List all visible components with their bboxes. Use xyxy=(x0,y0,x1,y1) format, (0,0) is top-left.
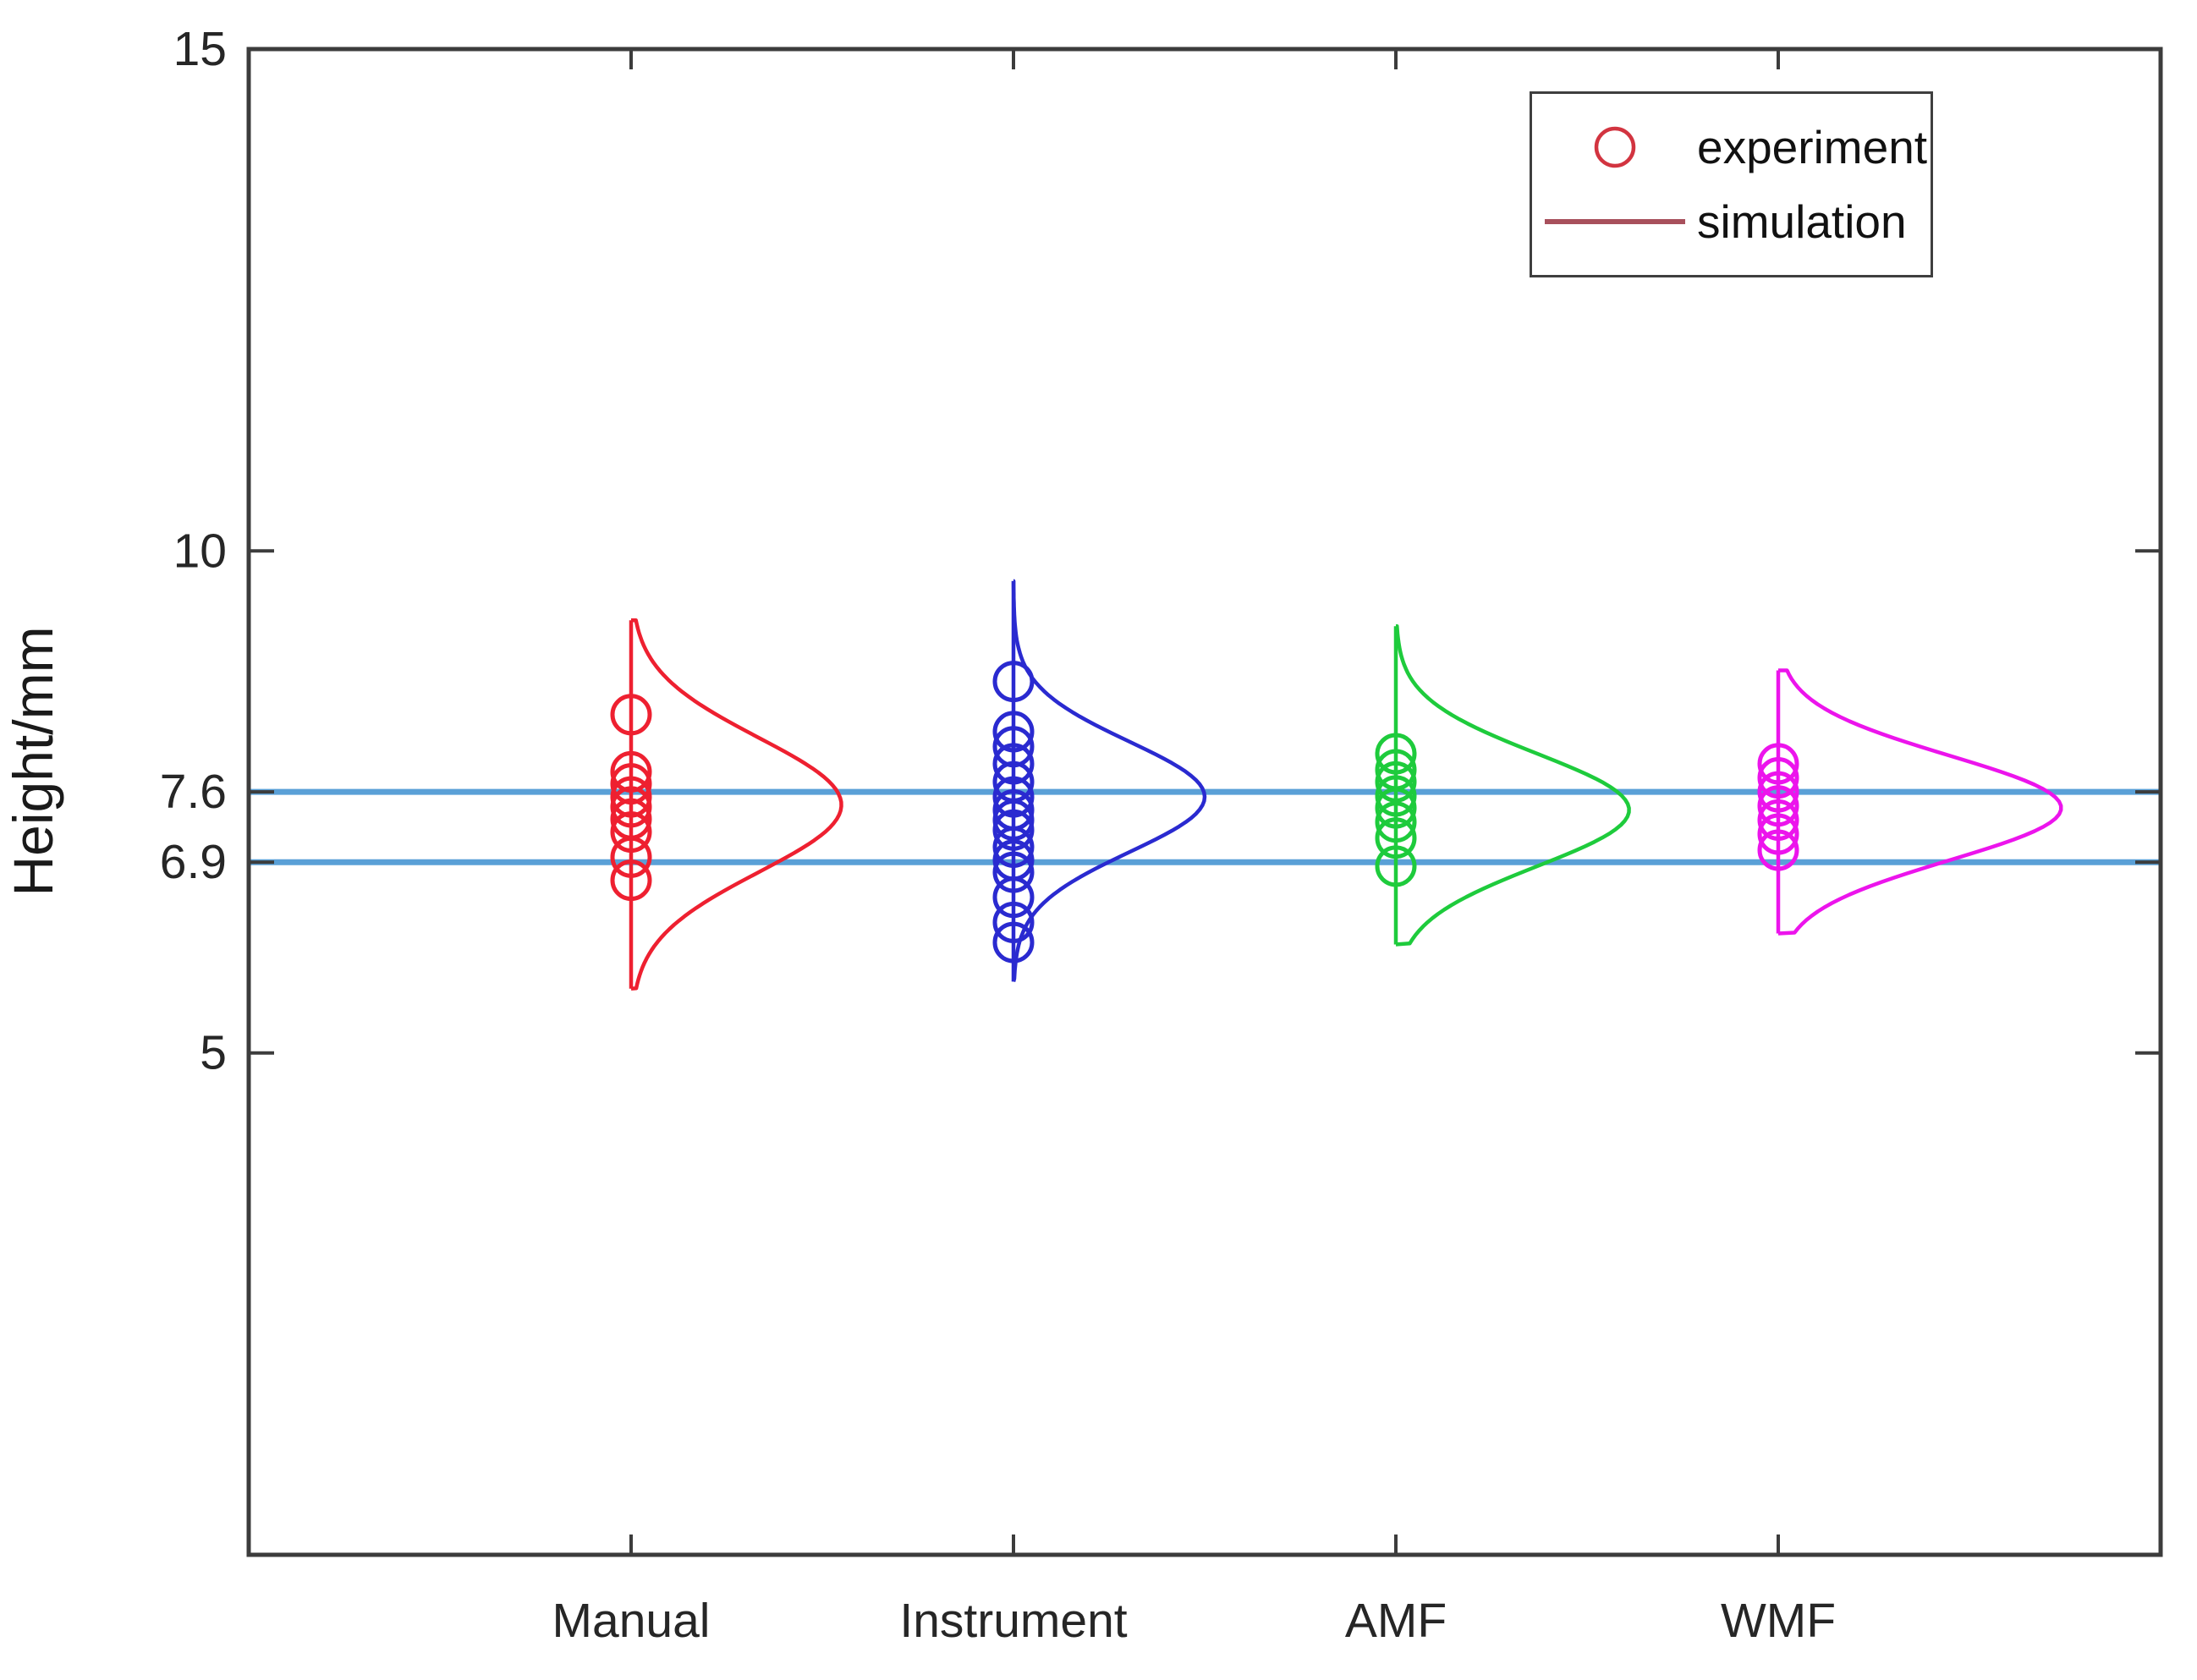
experiment-point-instrument xyxy=(992,901,1035,943)
experiment-point-manual xyxy=(610,859,652,902)
experiment-point-amf xyxy=(1375,775,1417,817)
experiment-point-wmf xyxy=(1757,743,1799,785)
experiment-point-instrument xyxy=(992,776,1035,818)
experiment-point-amf xyxy=(1375,845,1417,887)
experiment-point-wmf xyxy=(1757,785,1799,827)
experiment-point-instrument xyxy=(992,921,1035,964)
experiment-point-amf xyxy=(1375,760,1417,803)
legend-marker-cell xyxy=(1532,124,1697,171)
experiment-point-instrument xyxy=(992,851,1035,893)
legend-marker-cell xyxy=(1532,217,1697,227)
y-tick-label-10: 10 xyxy=(173,524,227,578)
experiment-point-wmf xyxy=(1757,829,1799,871)
legend-row-experiment: experiment xyxy=(1532,120,1931,174)
y-tick-label-5: 5 xyxy=(200,1026,227,1080)
experiment-point-instrument xyxy=(992,799,1035,841)
experiment-point-amf xyxy=(1375,817,1417,859)
experiment-point-amf xyxy=(1375,787,1417,829)
y-tick-label-15: 15 xyxy=(173,22,227,76)
experiment-point-instrument xyxy=(992,661,1035,703)
experiment-point-amf xyxy=(1375,733,1417,775)
experiment-circle-icon xyxy=(1594,126,1635,167)
experiment-point-manual xyxy=(610,694,652,736)
experiment-point-instrument xyxy=(992,876,1035,919)
plot-border xyxy=(246,47,2163,1557)
experiment-point-wmf xyxy=(1757,799,1799,841)
simulation-line-icon xyxy=(1544,219,1685,225)
legend-row-simulation: simulation xyxy=(1532,195,1931,249)
legend-label-experiment: experiment xyxy=(1697,120,1928,173)
experiment-point-instrument xyxy=(992,711,1035,753)
x-tick-label-amf: AMF xyxy=(1345,1594,1447,1648)
simulation-curve-manual xyxy=(630,618,843,991)
experiment-point-instrument xyxy=(992,809,1035,851)
y-tick-label-6.9: 6.9 xyxy=(160,835,227,889)
simulation-curve-wmf xyxy=(1777,668,2063,936)
experiment-point-manual xyxy=(610,811,652,854)
x-tick-label-manual: Manual xyxy=(552,1594,711,1648)
experiment-point-amf xyxy=(1375,801,1417,843)
experiment-point-manual xyxy=(610,836,652,878)
legend-label-simulation: simulation xyxy=(1697,195,1907,249)
experiment-point-wmf xyxy=(1757,813,1799,855)
x-tick-label-instrument: Instrument xyxy=(899,1594,1127,1648)
legend: experiment simulation xyxy=(1530,91,1933,277)
experiment-point-instrument xyxy=(992,743,1035,785)
x-tick-label-wmf: WMF xyxy=(1721,1594,1836,1648)
y-tick-label-7.6: 7.6 xyxy=(160,765,227,819)
y-axis-title: Height/mm xyxy=(2,626,64,896)
simulation-curve-instrument xyxy=(1011,579,1207,983)
experiment-point-manual xyxy=(610,786,652,828)
simulation-curve-amf xyxy=(1395,624,1631,947)
experiment-point-instrument xyxy=(992,826,1035,868)
experiment-point-wmf xyxy=(1757,771,1799,813)
experiment-point-wmf xyxy=(1757,757,1799,799)
violin-series-layer xyxy=(610,579,2063,991)
